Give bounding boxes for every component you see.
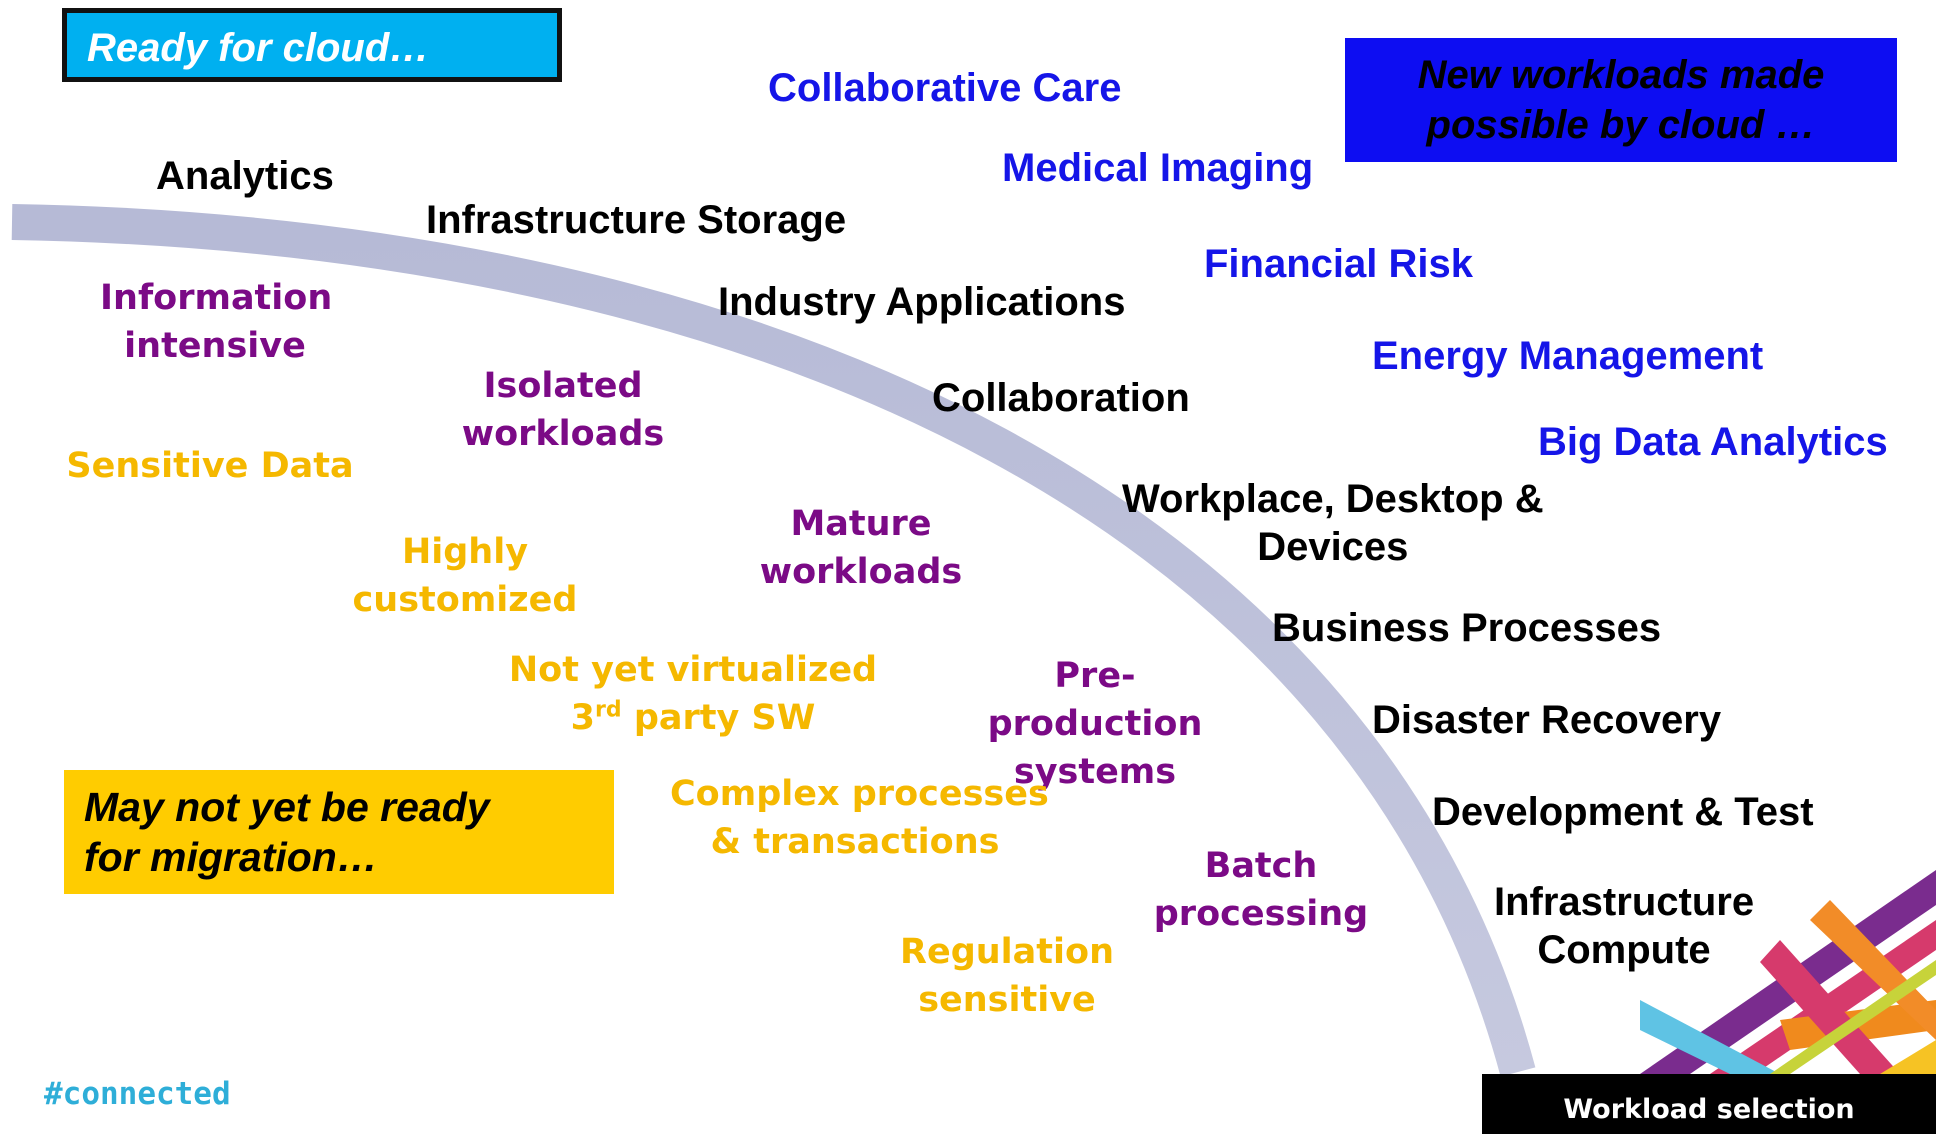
workload-collaboration: Collaboration (932, 376, 1190, 420)
batch-line1: Batch (1204, 846, 1318, 886)
not-ready-line1: May not yet be ready (84, 784, 490, 830)
not-virt-sup: rd (595, 697, 622, 723)
ready-for-cloud-label: Ready for cloud… (87, 26, 430, 70)
regulation-line2: sensitive (918, 980, 1096, 1020)
not-ready-line2: for migration… (84, 834, 378, 880)
not-virt-rest: party SW (621, 698, 816, 738)
ready-for-cloud-box: Ready for cloud… (62, 8, 562, 82)
infra-compute-line1: Infrastructure (1494, 880, 1755, 924)
info-line2: intensive (124, 326, 306, 366)
workload-infrastructure-storage: Infrastructure Storage (426, 198, 847, 242)
hashtag-connected: #connected (44, 1076, 231, 1112)
not-virt-num: 3 (570, 698, 596, 738)
regulation-line1: Regulation (900, 932, 1114, 972)
isolated-line1: Isolated (483, 366, 643, 406)
new-workload-medical-imaging: Medical Imaging (1002, 146, 1314, 190)
pre-line1: Pre- (1054, 656, 1136, 696)
new-workload-financial-risk: Financial Risk (1204, 242, 1473, 286)
trait-sensitive-data: Sensitive Data (66, 446, 354, 486)
workplace-line1: Workplace, Desktop & (1122, 477, 1544, 521)
footer-workload-selection: Workload selection (1482, 1074, 1936, 1134)
highly-line1: Highly (401, 532, 529, 572)
trait-complex-processes: Complex processes & transactions (670, 770, 1049, 866)
mature-line1: Mature (790, 504, 932, 544)
workload-industry-applications: Industry Applications (718, 280, 1126, 324)
complex-line2: & transactions (710, 822, 1000, 862)
trait-mature-workloads: Mature workloads (746, 500, 976, 596)
arc-band (11, 204, 1536, 1077)
trait-highly-customized: Highly customized (330, 528, 600, 624)
infra-compute-line2: Compute (1537, 928, 1711, 972)
batch-line2: processing (1153, 894, 1369, 934)
not-ready-box: May not yet be ready for migration… (64, 770, 614, 894)
pre-line3: systems (1013, 752, 1177, 792)
pre-line2: production (987, 704, 1203, 744)
workload-workplace-desktop-devices: Workplace, Desktop & Devices (1122, 475, 1544, 571)
highly-line2: customized (352, 580, 578, 620)
complex-line1: Complex processes (670, 774, 1049, 814)
new-workload-big-data-analytics: Big Data Analytics (1538, 420, 1888, 464)
trait-not-yet-virtualized: Not yet virtualized 3rd party SW (508, 646, 878, 742)
workload-business-processes: Business Processes (1272, 606, 1662, 650)
workload-infrastructure-compute: Infrastructure Compute (1494, 878, 1754, 974)
decorative-stripes-graphic (1640, 870, 1936, 1074)
trait-information-intensive: Information intensive (100, 274, 333, 370)
not-virt-line1: Not yet virtualized (508, 650, 878, 690)
new-workload-energy-management: Energy Management (1372, 334, 1764, 378)
workload-disaster-recovery: Disaster Recovery (1372, 698, 1722, 742)
trait-batch-processing: Batch processing (1146, 842, 1376, 938)
workload-development-test: Development & Test (1432, 790, 1814, 834)
new-workloads-line2: possible by cloud … (1426, 103, 1816, 147)
new-workloads-box: New workloads made possible by cloud … (1345, 38, 1897, 162)
workplace-line2: Devices (1257, 525, 1409, 569)
new-workload-collaborative-care: Collaborative Care (768, 66, 1122, 110)
info-line1: Information (100, 278, 333, 318)
isolated-line2: workloads (461, 414, 665, 454)
trait-regulation-sensitive: Regulation sensitive (872, 928, 1142, 1024)
workload-analytics: Analytics (156, 154, 334, 198)
mature-line2: workloads (759, 552, 963, 592)
not-virt-line2: 3rd party SW (508, 694, 878, 742)
trait-isolated-workloads: Isolated workloads (448, 362, 678, 458)
new-workloads-line1: New workloads made (1417, 53, 1825, 97)
trait-pre-production-systems: Pre- production systems (980, 652, 1210, 796)
